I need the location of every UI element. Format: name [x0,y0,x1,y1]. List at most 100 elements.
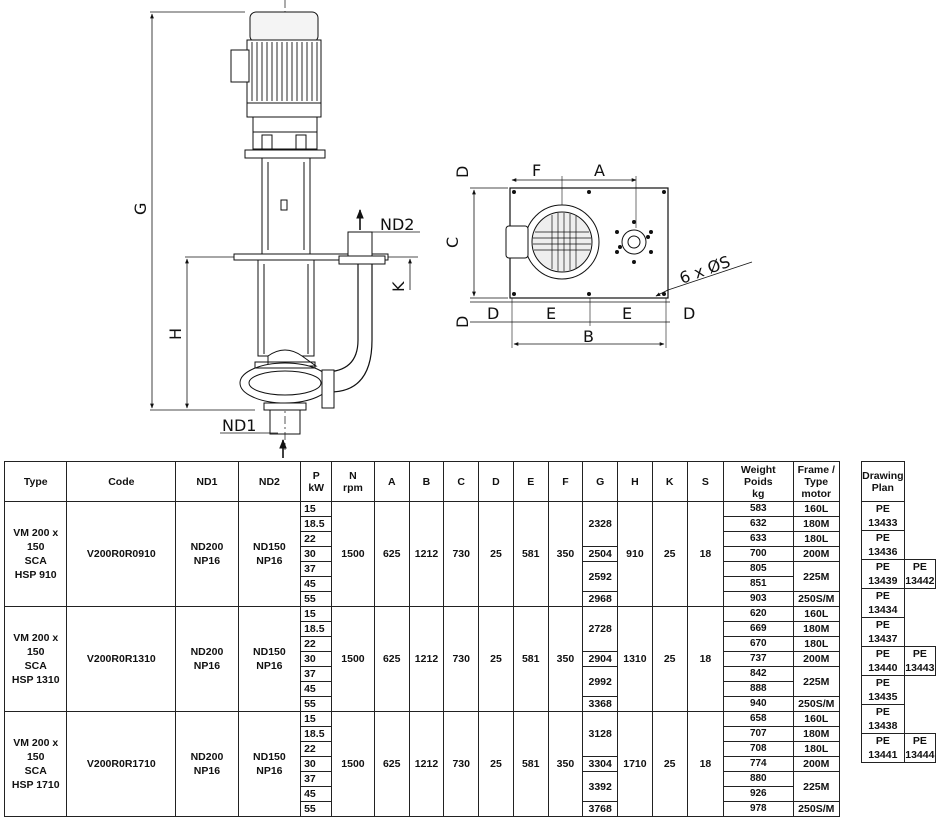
col-e: E [512,461,549,502]
label-d-left: D [487,304,499,323]
a-cell: 625 [373,501,410,607]
weight-cell: 926 [723,786,794,802]
weight-cell: 700 [723,546,794,562]
f-cell: 350 [547,501,584,607]
discharge-pipe [321,231,386,409]
col-g: G [582,461,619,502]
code-cell: V200R0R1310 [66,606,177,712]
plan-cell: PE 13436 [861,530,905,560]
s-cell: 18 [686,606,725,712]
a-cell: 625 [373,606,410,712]
plan-cell: PE 13437 [861,617,905,647]
weight-cell: 880 [723,771,794,787]
label-a: A [594,161,605,180]
frame-cell: 225M [792,771,841,802]
power-cell: 15 [300,606,333,622]
frame-cell: 180M [792,516,841,532]
label-h: H [166,328,185,340]
g-cell: 3128 [582,711,619,757]
weight-cell: 888 [723,681,794,697]
plan-row: PE 13442 [862,559,936,589]
frame-cell: 160L [792,501,841,517]
weight-cell: 669 [723,621,794,637]
power-cell: 55 [300,801,333,817]
frame-cell: 250S/M [792,801,841,817]
s-cell: 18 [686,711,725,817]
power-cell: 22 [300,741,333,757]
power-cell: 18.5 [300,516,333,532]
g-cell: 2992 [582,666,619,697]
g-cell: 2904 [582,651,619,667]
power-cell: 30 [300,651,333,667]
label-e-left: E [546,304,556,323]
weight-cell: 658 [723,711,794,727]
frame-cell: 200M [792,756,841,772]
g-cell: 3304 [582,756,619,772]
power-cell: 55 [300,591,333,607]
col-b: B [408,461,445,502]
plan-row: PE 13437 [861,617,936,647]
plan-row: PE 13438 [861,704,936,734]
power-cell: 15 [300,501,333,517]
plan-cell: PE 13442 [903,559,936,589]
col-nd1: ND1 [175,461,239,502]
g-cell: 2592 [582,561,619,592]
weight-cell: 851 [723,576,794,592]
plan-view [505,187,669,299]
col-d: D [478,461,514,502]
frame-cell: 225M [792,561,841,592]
weight-cell: 737 [723,651,794,667]
power-cell: 22 [300,531,333,547]
h-cell: 1310 [617,606,653,712]
power-cell: 18.5 [300,726,333,742]
plan-cell: PE 13443 [903,646,936,676]
power-cell: 30 [300,756,333,772]
code-cell: V200R0R0910 [66,501,177,607]
motor [230,11,326,159]
frame-cell: 160L [792,711,841,727]
weight-cell: 978 [723,801,794,817]
power-cell: 18.5 [300,621,333,637]
g-cell: 2728 [582,606,619,652]
label-b: B [583,327,594,346]
col-code: Code [66,461,177,502]
label-f: F [532,161,541,180]
power-cell: 45 [300,576,333,592]
d-cell: 25 [478,501,514,607]
weight-cell: 708 [723,741,794,757]
power-cell: 45 [300,681,333,697]
label-d-left-bottom: D [453,316,472,328]
col-nd2: ND2 [237,461,302,502]
power-cell: 45 [300,786,333,802]
col-f: F [547,461,584,502]
weight-cell: 633 [723,531,794,547]
power-cell: 37 [300,561,333,577]
g-cell: 3368 [582,696,619,712]
weight-cell: 620 [723,606,794,622]
b-cell: 1212 [408,711,445,817]
label-bolts: 6 x ØS [677,252,733,288]
e-cell: 581 [512,711,549,817]
s-cell: 18 [686,501,725,607]
e-cell: 581 [512,606,549,712]
c-cell: 730 [443,606,480,712]
col-c: C [443,461,480,502]
